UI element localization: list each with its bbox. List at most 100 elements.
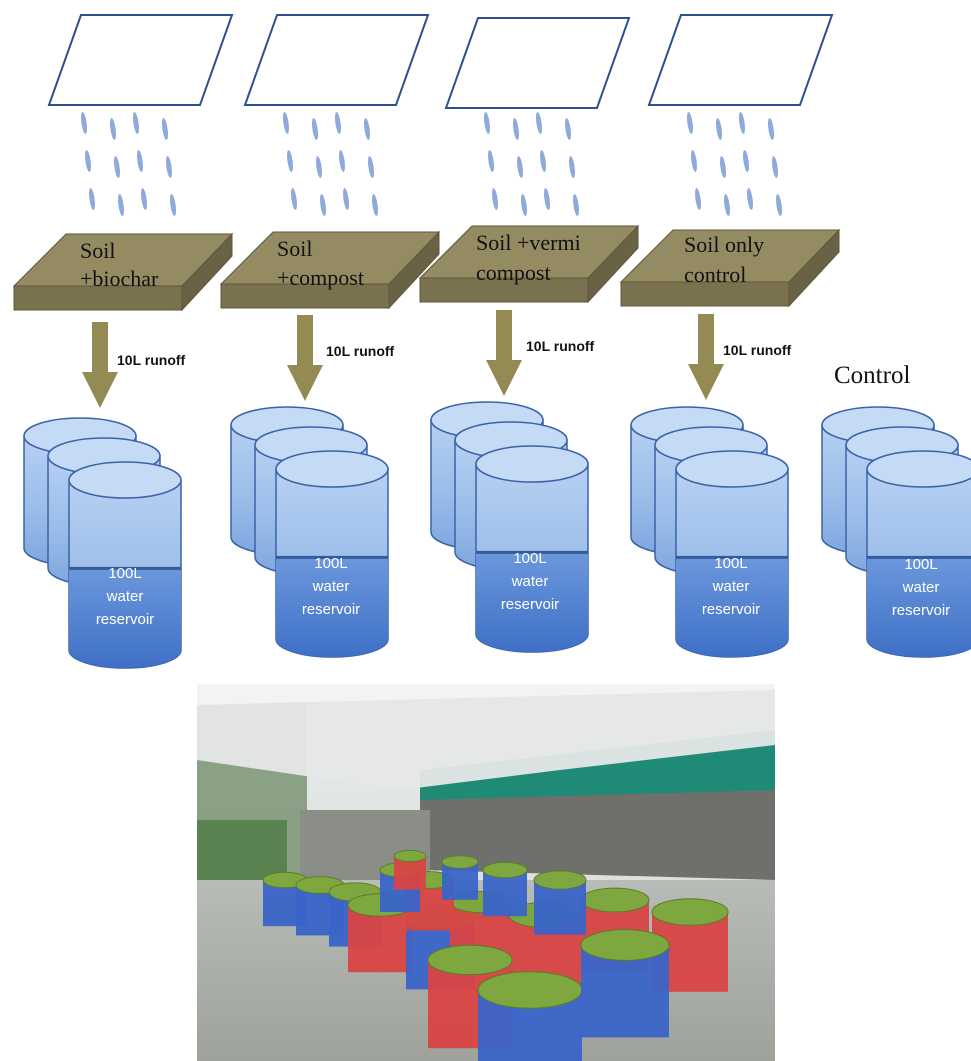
rain-drops (81, 112, 782, 216)
rain-drop (536, 112, 542, 134)
barrel-water (276, 557, 388, 657)
soil-label-2-line-2: +compost (277, 265, 364, 290)
rain-drop (776, 194, 782, 216)
rain-drop (720, 156, 726, 178)
photo-barrel-lid (427, 944, 513, 976)
rain-drop (133, 112, 139, 134)
rain-drop (739, 112, 745, 134)
reservoir-1-line-3: reservoir (96, 611, 154, 628)
barrel-top (675, 450, 789, 488)
rain-panel-1 (47, 14, 234, 106)
rain-drop (364, 118, 370, 140)
rain-drop (695, 188, 701, 210)
soil-plot-4 (619, 229, 841, 283)
rain-drop (162, 118, 168, 140)
rain-drop (291, 188, 297, 210)
barrel-front-3 (475, 445, 589, 653)
rain-drop (287, 150, 293, 172)
rain-drop (320, 194, 326, 216)
rain-drop (517, 156, 523, 178)
reservoir-5-line-3: reservoir (892, 602, 950, 619)
photo-of-barrels-icon (197, 684, 775, 1061)
runoff-label-2: 10L runoff (326, 343, 395, 359)
rain-drop (768, 118, 774, 140)
rain-drop (85, 150, 91, 172)
soil-plots (12, 224, 841, 312)
rain-drop (316, 156, 322, 178)
barrel-top (866, 450, 971, 488)
reservoir-5-line-1: 100L (904, 556, 937, 573)
rain-drop (335, 112, 341, 134)
rain-drop (565, 118, 571, 140)
reservoir-1-line-2: water (106, 588, 144, 605)
soil-plot-2 (219, 231, 441, 285)
photo-barrel-lid (477, 971, 583, 1009)
soil-label-3-line-1: Soil +vermi (476, 230, 581, 255)
rain-drop (89, 188, 95, 210)
runoff-arrow-2 (287, 315, 323, 401)
reservoir-3-line-3: reservoir (501, 596, 559, 613)
reservoir-4-line-3: reservoir (702, 601, 760, 618)
barrel-water (676, 557, 788, 657)
rain-drop (372, 194, 378, 216)
soil-plot-3 (418, 225, 640, 279)
rain-drop (724, 194, 730, 216)
barrel-front-5 (866, 450, 971, 658)
rain-drop (521, 194, 527, 216)
barrel-top (275, 450, 389, 488)
rain-drop (137, 150, 143, 172)
runoff-label-3: 10L runoff (526, 338, 595, 354)
rain-drop (166, 156, 172, 178)
rain-drop (368, 156, 374, 178)
soil-label-1-line-2: +biochar (80, 266, 159, 291)
rain-drop (81, 112, 87, 134)
rain-drop (170, 194, 176, 216)
reservoir-3-line-1: 100L (513, 550, 546, 567)
runoff-arrow-3 (486, 310, 522, 396)
reservoir-2-line-3: reservoir (302, 601, 360, 618)
reservoir-1-line-1: 100L (108, 565, 141, 582)
reservoir-5-line-2: water (902, 579, 940, 596)
photo-barrel-lid (482, 861, 528, 879)
barrel-top (68, 461, 182, 499)
photo-barrel-lid (441, 855, 479, 869)
reservoir-4-line-1: 100L (714, 555, 747, 572)
rain-drop (118, 194, 124, 216)
rain-drop (743, 150, 749, 172)
rain-drop (488, 150, 494, 172)
soil-label-2-line-1: Soil (277, 236, 312, 261)
reservoir-groups (23, 401, 971, 669)
rain-panel-2 (243, 14, 430, 106)
rain-drop (540, 150, 546, 172)
soil-label-4-line-2: control (684, 262, 746, 287)
reservoir-2-line-2: water (312, 578, 350, 595)
rain-drop (114, 156, 120, 178)
rain-drop (141, 188, 147, 210)
photo-barrel-lid (533, 870, 587, 890)
barrel-front-2 (275, 450, 389, 658)
photo-barrel-lid (393, 849, 427, 863)
photo-barrel-lid (580, 929, 670, 961)
barrel-front-4 (675, 450, 789, 658)
rain-drop (513, 118, 519, 140)
soil-label-1-line-1: Soil (80, 238, 115, 263)
rain-panels (47, 14, 834, 109)
soil-label-3-line-2: compost (476, 260, 551, 285)
rain-drop (691, 150, 697, 172)
rain-drop (569, 156, 575, 178)
runoff-arrow-1 (82, 322, 118, 408)
reservoir-4-line-2: water (712, 578, 750, 595)
photo-barrel-lid (580, 887, 650, 913)
reservoir-3-line-2: water (511, 573, 549, 590)
soil-label-4-line-1: Soil only (684, 232, 764, 257)
rain-drop (747, 188, 753, 210)
rain-drop (312, 118, 318, 140)
rain-drop (339, 150, 345, 172)
rain-panel-3 (444, 17, 631, 109)
photo-barrel-lid (651, 898, 729, 926)
runoff-label-4: 10L runoff (723, 342, 792, 358)
rain-drop (484, 112, 490, 134)
rain-drop (492, 188, 498, 210)
rain-drop (283, 112, 289, 134)
